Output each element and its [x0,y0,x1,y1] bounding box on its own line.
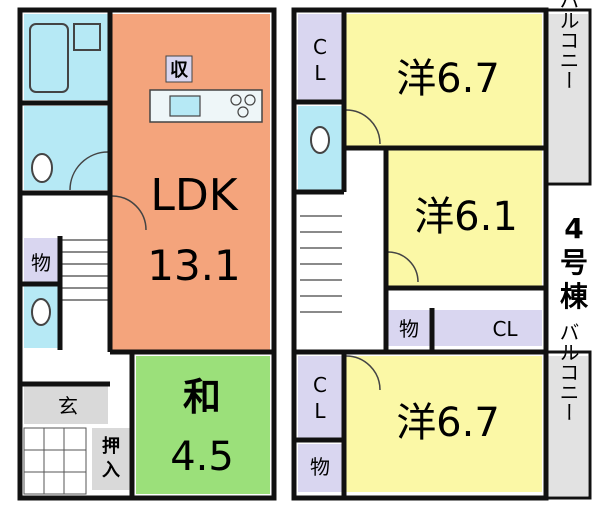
storage-1f [24,238,58,282]
closet-bottom-label-l: L [314,399,326,423]
western-room-top-label: 洋6.7 [396,56,500,102]
closet-oshiire [92,428,130,490]
stove-icon [230,94,256,118]
western-room-bottom-label: 洋6.7 [396,400,500,446]
washitsu-room [136,356,270,494]
western-room-mid [388,150,542,286]
hallway [24,196,108,236]
balcony-top [548,14,588,182]
shower-icon [73,23,101,51]
building-label-1: 4 [564,212,583,245]
floor-1: 物 玄 押 入 収 L [17,7,277,501]
balcony-top-label: バルコニー [556,0,580,90]
washitsu-area: 4.5 [170,434,234,480]
balcony-outlines [544,8,592,500]
storage-2f-mid-label: 物 [399,317,419,341]
closet-top-label-c: C [313,35,327,59]
closet-oshiire-label-1: 押 [102,435,120,457]
western-room-mid-label: 洋6.1 [414,194,518,240]
closet-wide [434,310,542,346]
building-label-2: 号 [560,246,588,279]
ldk-label: LDK [150,170,238,221]
closet-oshiire-label-2: 入 [102,460,120,481]
doma-floor [23,427,87,495]
washer-door-arc-icon [69,151,109,191]
door-arcs-2f [345,109,419,391]
stairs-1f [62,239,108,301]
bathtub-icon [29,23,69,93]
pantry-storage-label: 収 [170,60,189,81]
walls-floor-2 [291,7,549,501]
entrance [24,386,108,424]
walls-floor-1 [17,7,277,501]
pantry-storage [165,55,193,83]
kitchen-counter [149,89,263,123]
washbasin-icon [31,153,53,183]
sink-icon [169,95,201,117]
toilet-2f-icon [310,126,330,154]
storage-1f-label: 物 [31,251,51,275]
closet-top [298,14,342,100]
balcony-bottom [548,356,588,496]
balcony-bottom-label: バルコニー [556,322,580,422]
storage-2f-bottom-label: 物 [310,455,330,479]
closet-top-label-l: L [314,61,326,85]
western-room-top [346,14,542,146]
closet-wide-label: CL [492,317,518,341]
washitsu-label: 和 [183,375,221,419]
bathroom [24,14,108,100]
stairs-2f [300,215,342,313]
closet-bottom [298,356,342,438]
ldk-door-arc-icon [111,195,147,231]
toilet-icon [31,298,51,326]
closet-bottom-label-c: C [313,373,327,397]
storage-2f-mid [388,310,430,346]
floor-2: C L 洋6.7 バルコニー 洋6.1 4 号 棟 物 CL [291,0,592,501]
storage-2f-bottom [298,444,342,492]
building-label-3: 棟 [560,280,589,313]
ldk-area: 13.1 [147,241,241,290]
entrance-label: 玄 [58,394,78,418]
